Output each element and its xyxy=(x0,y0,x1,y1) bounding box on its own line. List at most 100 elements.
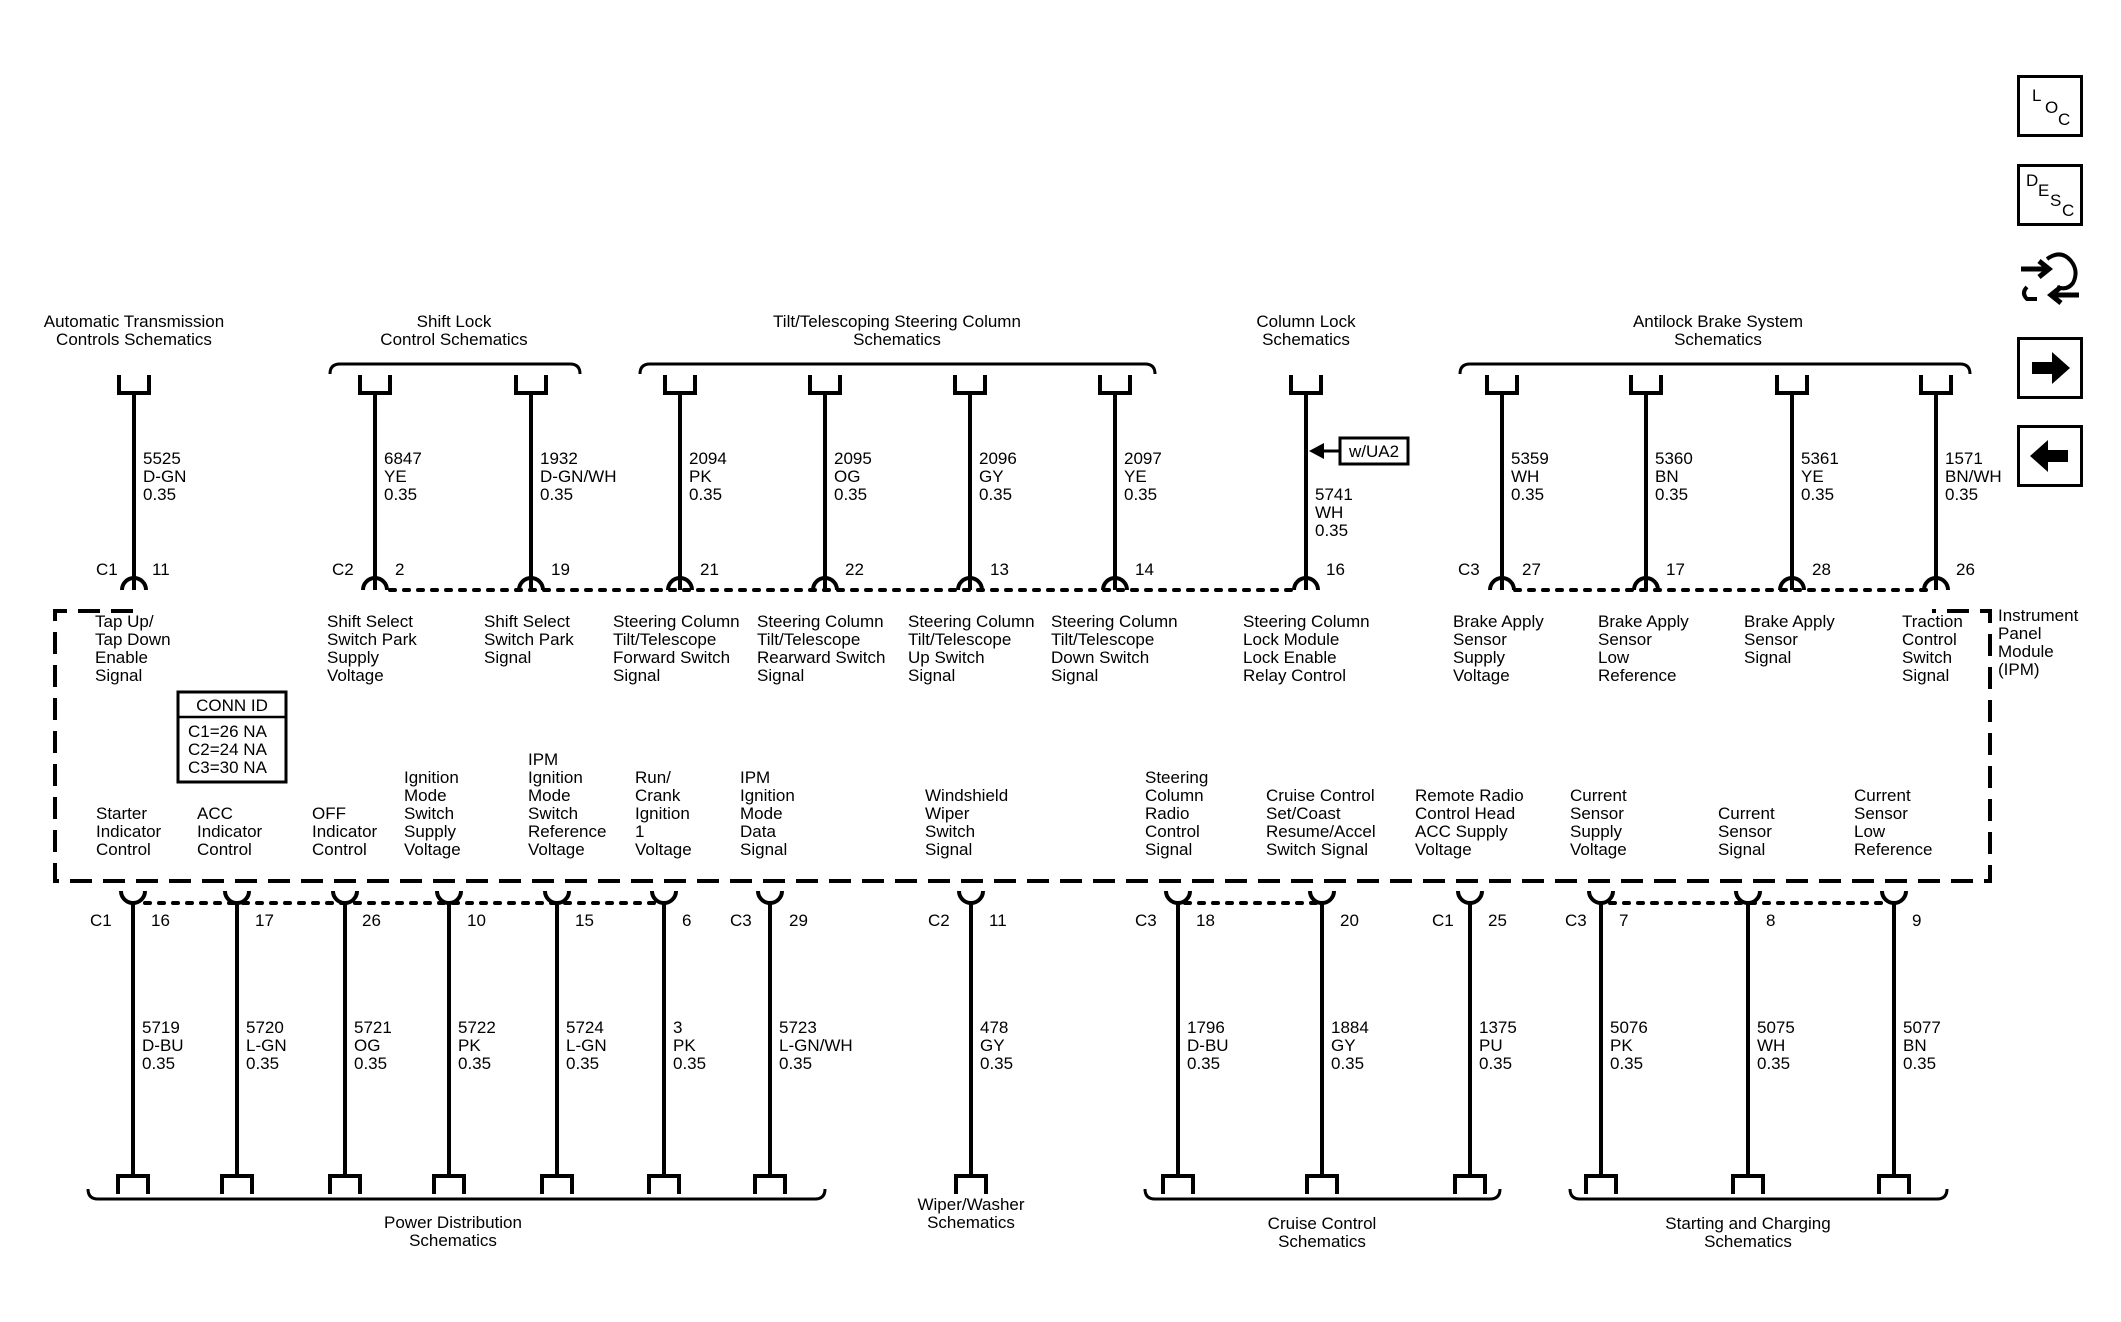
pin-socket xyxy=(1308,890,1336,905)
wire-color: L-GN xyxy=(566,1036,607,1055)
pin-number: 19 xyxy=(551,560,570,579)
function-label: Tap Up/ xyxy=(95,612,154,631)
conn-id-row: C3=30 NA xyxy=(188,758,268,777)
top-circuit-1571: 1571BN/WH0.3526TractionControlSwitchSign… xyxy=(1902,375,2002,685)
function-label: Signal xyxy=(1718,840,1765,859)
wire-color: YE xyxy=(1124,467,1147,486)
wire-terminal xyxy=(116,1174,150,1194)
function-label: Control xyxy=(96,840,151,859)
function-label: IPM xyxy=(528,750,558,769)
group-title: Antilock Brake System xyxy=(1633,312,1803,331)
wire-terminal xyxy=(1289,375,1323,395)
loc-letter: O xyxy=(2045,98,2059,117)
wire-terminal xyxy=(808,375,842,395)
wire-gauge: 0.35 xyxy=(384,485,417,504)
function-label: Voltage xyxy=(635,840,692,859)
function-label: Signal xyxy=(908,666,955,685)
function-label: Signal xyxy=(1902,666,1949,685)
ipm-label-1: Instrument xyxy=(1998,606,2079,625)
group-title: Shift Lock xyxy=(417,312,492,331)
function-label: Tap Down xyxy=(95,630,171,649)
wire-color: GY xyxy=(980,1036,1005,1055)
wire-color: PU xyxy=(1479,1036,1503,1055)
wire-terminal xyxy=(1305,1174,1339,1194)
connector-view-button[interactable] xyxy=(2017,247,2083,309)
pin-socket xyxy=(119,890,147,905)
ipm-module-outline xyxy=(53,609,1992,883)
arrow-right-icon xyxy=(2032,352,2070,384)
wire-gauge: 0.35 xyxy=(1479,1054,1512,1073)
group-title: Automatic Transmission xyxy=(44,312,224,331)
circuit-number: 5722 xyxy=(458,1018,496,1037)
pin-number: 10 xyxy=(467,911,486,930)
wire-terminal xyxy=(1731,1174,1765,1194)
function-label: Steering Column xyxy=(1243,612,1370,631)
circuit-number: 1932 xyxy=(540,449,578,468)
wire-gauge: 0.35 xyxy=(1124,485,1157,504)
circuit-number: 478 xyxy=(980,1018,1008,1037)
loc-button[interactable]: L O C xyxy=(2017,75,2083,137)
conn-id-row: C1=26 NA xyxy=(188,722,268,741)
circuit-number: 1796 xyxy=(1187,1018,1225,1037)
connector-id: C3 xyxy=(1135,911,1157,930)
circuit-number: 5723 xyxy=(779,1018,817,1037)
wire-terminal xyxy=(1098,375,1132,395)
wire-color: OG xyxy=(834,467,860,486)
previous-button[interactable] xyxy=(2017,425,2083,487)
pin-socket xyxy=(1734,890,1762,905)
function-label: Signal xyxy=(1051,666,1098,685)
function-label: Cruise Control xyxy=(1266,786,1375,805)
schematic-brackets xyxy=(86,362,1972,1201)
function-label: Shift Select xyxy=(327,612,413,631)
connector-id: C2 xyxy=(928,911,950,930)
desc-button[interactable]: D E S C xyxy=(2017,164,2083,226)
desc-letter: C xyxy=(2062,201,2075,220)
ipm-label-4: (IPM) xyxy=(1998,660,2040,679)
function-label: Switch xyxy=(528,804,578,823)
wire-terminal xyxy=(1453,1174,1487,1194)
group-title: Tilt/Telescoping Steering Column xyxy=(773,312,1021,331)
function-label: Control xyxy=(197,840,252,859)
connector-id: C2 xyxy=(332,560,354,579)
circuit-number: 5360 xyxy=(1655,449,1693,468)
function-label: Steering Column xyxy=(1051,612,1178,631)
wire-color: D-GN/WH xyxy=(540,467,616,486)
function-label: Up Switch xyxy=(908,648,985,667)
function-label: Voltage xyxy=(1415,840,1472,859)
function-label: Ignition xyxy=(404,768,459,787)
pin-number: 7 xyxy=(1619,911,1628,930)
wire-gauge: 0.35 xyxy=(980,1054,1013,1073)
function-label: Current xyxy=(1570,786,1627,805)
wire-gauge: 0.35 xyxy=(142,1054,175,1073)
function-label: Signal xyxy=(484,648,531,667)
option-tag-label: w/UA2 xyxy=(1348,442,1399,461)
pin-socket xyxy=(1587,890,1615,905)
next-button[interactable] xyxy=(2017,337,2083,399)
circuit-number: 5741 xyxy=(1315,485,1353,504)
function-label: Brake Apply xyxy=(1744,612,1835,631)
group-title: Starting and Charging xyxy=(1665,1214,1830,1233)
function-label: Run/ xyxy=(635,768,671,787)
wire-color: GY xyxy=(1331,1036,1356,1055)
function-label: Starter xyxy=(96,804,147,823)
wire-color: D-BU xyxy=(1187,1036,1229,1055)
wire-color: OG xyxy=(354,1036,380,1055)
wire-color: BN xyxy=(1655,467,1679,486)
group-title: Schematics xyxy=(1704,1232,1792,1251)
function-label: Remote Radio xyxy=(1415,786,1524,805)
pin-number: 29 xyxy=(789,911,808,930)
wire-terminal xyxy=(328,1174,362,1194)
pin-number: 8 xyxy=(1766,911,1775,930)
function-label: Data xyxy=(740,822,776,841)
wire-terminal xyxy=(117,375,151,395)
group-title: Schematics xyxy=(853,330,941,349)
